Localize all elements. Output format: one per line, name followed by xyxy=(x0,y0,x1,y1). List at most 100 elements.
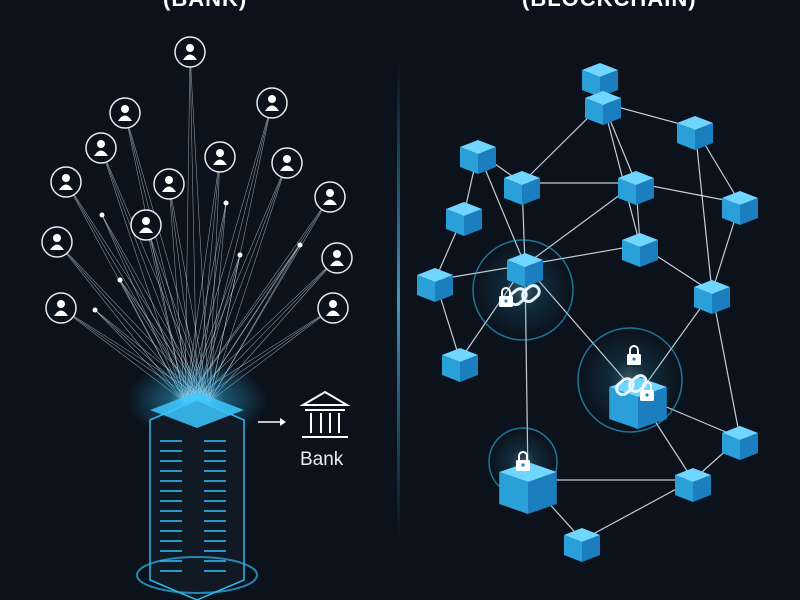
chain-link-line xyxy=(711,291,741,439)
user-icon xyxy=(321,242,353,274)
lock-icon xyxy=(516,451,530,471)
cube-node-icon xyxy=(417,268,453,302)
server-led xyxy=(160,490,182,492)
server-led xyxy=(204,440,226,442)
server-led xyxy=(160,500,182,502)
server-led xyxy=(160,530,182,532)
chain-link-icon xyxy=(615,374,648,397)
server-led xyxy=(204,470,226,472)
cube-node-icon xyxy=(722,191,758,225)
server-led xyxy=(204,510,226,512)
chain-link-line xyxy=(581,479,694,541)
connection-line xyxy=(100,147,186,403)
lock-icons xyxy=(499,284,654,471)
user-icon xyxy=(41,226,73,258)
secure-ring xyxy=(577,327,683,433)
server-led xyxy=(204,540,226,542)
endpoint-dot xyxy=(223,200,229,206)
user-icon xyxy=(314,181,346,213)
server-led xyxy=(204,530,226,532)
connection-line xyxy=(124,112,186,403)
server-icon xyxy=(127,360,267,600)
cube-node-icon xyxy=(442,348,478,382)
cube-node-icon xyxy=(618,171,654,205)
blockchain-title: (BLOCKCHAIN) xyxy=(522,0,697,12)
server-led xyxy=(160,480,182,482)
cube-node-icon xyxy=(622,233,658,267)
user-connection-lines xyxy=(56,51,338,403)
connection-line xyxy=(184,102,273,403)
connection-line xyxy=(189,51,198,403)
cube-node-icon xyxy=(722,426,758,460)
server-led xyxy=(160,570,182,572)
endpoint-dot xyxy=(297,242,303,248)
user-icon xyxy=(204,141,236,173)
cube-node-icon xyxy=(694,280,730,314)
connection-line xyxy=(208,162,288,403)
user-icon xyxy=(109,97,141,129)
cube-node-icon xyxy=(582,63,618,97)
cube-node-icon xyxy=(460,140,496,174)
server-led xyxy=(204,550,226,552)
server-led xyxy=(160,520,182,522)
connection-line xyxy=(124,112,198,403)
user-icon xyxy=(174,36,206,68)
user-icon xyxy=(85,132,117,164)
bank-icon xyxy=(299,390,351,438)
server-led xyxy=(160,510,182,512)
lock-icon xyxy=(627,345,641,365)
server-led xyxy=(160,550,182,552)
cube-node-icon xyxy=(564,528,600,562)
arrow-right-icon xyxy=(258,418,286,426)
server-led xyxy=(204,450,226,452)
endpoint-dot xyxy=(99,212,105,218)
cube-node-icon xyxy=(677,116,713,150)
user-icon xyxy=(50,166,82,198)
server-led xyxy=(204,570,226,572)
server-led xyxy=(160,540,182,542)
server-led xyxy=(204,490,226,492)
server-led xyxy=(204,460,226,462)
server-led xyxy=(160,560,182,562)
connection-line xyxy=(184,51,191,403)
user-icon xyxy=(271,147,303,179)
server-led xyxy=(160,470,182,472)
user-icon xyxy=(45,292,77,324)
user-nodes xyxy=(41,36,353,324)
server-led xyxy=(204,480,226,482)
server-led xyxy=(160,450,182,452)
block-nodes xyxy=(417,63,758,562)
bank-label: Bank xyxy=(300,449,344,470)
chain-link-line xyxy=(694,127,713,293)
chain-link-line xyxy=(602,102,641,246)
server-led xyxy=(204,520,226,522)
cube-node-icon xyxy=(446,202,482,236)
secure-ring xyxy=(472,239,574,341)
server-led xyxy=(160,440,182,442)
cube-node-icon xyxy=(507,253,543,287)
panel-divider xyxy=(397,60,400,540)
lock-icon xyxy=(640,381,654,401)
secure-rings xyxy=(472,239,683,497)
server-led xyxy=(204,560,226,562)
user-icon xyxy=(153,168,185,200)
lock-icon xyxy=(499,287,513,307)
user-icon xyxy=(256,87,288,119)
user-icon xyxy=(317,292,349,324)
server-led xyxy=(204,500,226,502)
endpoint-dot xyxy=(92,307,98,313)
cube-node-icon xyxy=(504,171,540,205)
cube-node-icon xyxy=(675,468,711,502)
connection-line xyxy=(100,147,198,403)
endpoint-dot xyxy=(237,252,243,258)
server-led xyxy=(160,460,182,462)
user-icon xyxy=(130,209,162,241)
endpoint-dot xyxy=(117,277,123,283)
cube-node-icon xyxy=(585,91,621,125)
connection-line xyxy=(124,112,210,403)
server-leds xyxy=(160,440,226,572)
connection-line xyxy=(189,51,210,403)
connection-line xyxy=(196,102,273,403)
bank-title: (BANK) xyxy=(163,0,247,12)
